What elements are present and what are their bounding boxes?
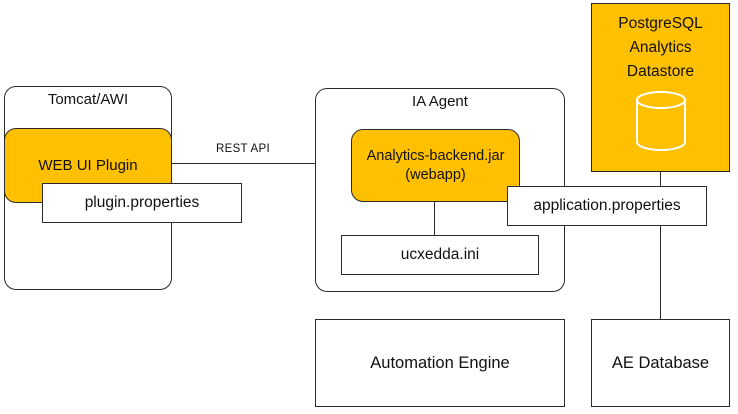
backend-to-ini-connector-line bbox=[434, 202, 435, 235]
postgresql-datastore-title-line2: Analytics bbox=[629, 39, 692, 56]
ia-agent-title: IA Agent bbox=[412, 93, 468, 110]
analytics-backend-label: Analytics-backend.jar (webapp) bbox=[367, 147, 505, 185]
analytics-backend-label-line2: (webapp) bbox=[405, 166, 466, 183]
rest-api-connector-line bbox=[172, 163, 315, 164]
automation-engine-label: Automation Engine bbox=[370, 353, 510, 372]
ucxedda-ini-node: ucxedda.ini bbox=[341, 235, 539, 275]
ucxedda-ini-label: ucxedda.ini bbox=[400, 246, 480, 263]
ae-database-label: AE Database bbox=[611, 353, 710, 372]
tomcat-awi-title: Tomcat/AWI bbox=[47, 91, 129, 108]
postgresql-datastore-node: PostgreSQL Analytics Datastore bbox=[591, 3, 730, 172]
database-cylinder-icon bbox=[636, 91, 686, 151]
postgresql-datastore-title-line1: PostgreSQL bbox=[618, 15, 703, 32]
analytics-backend-label-line1: Analytics-backend.jar bbox=[366, 147, 505, 164]
application-properties-node: application.properties bbox=[507, 186, 707, 226]
plugin-properties-node: plugin.properties bbox=[42, 183, 242, 223]
plugin-properties-label: plugin.properties bbox=[84, 194, 200, 211]
web-ui-plugin-label: WEB UI Plugin bbox=[38, 157, 138, 174]
application-properties-label: application.properties bbox=[533, 197, 681, 214]
rest-api-label: REST API bbox=[216, 143, 270, 155]
datastore-to-aedb-connector-line bbox=[660, 172, 661, 319]
automation-engine-node: Automation Engine bbox=[315, 319, 565, 407]
postgresql-datastore-title-line3: Datastore bbox=[626, 63, 695, 80]
analytics-backend-node: Analytics-backend.jar (webapp) bbox=[351, 129, 520, 202]
ae-database-node: AE Database bbox=[591, 319, 730, 407]
